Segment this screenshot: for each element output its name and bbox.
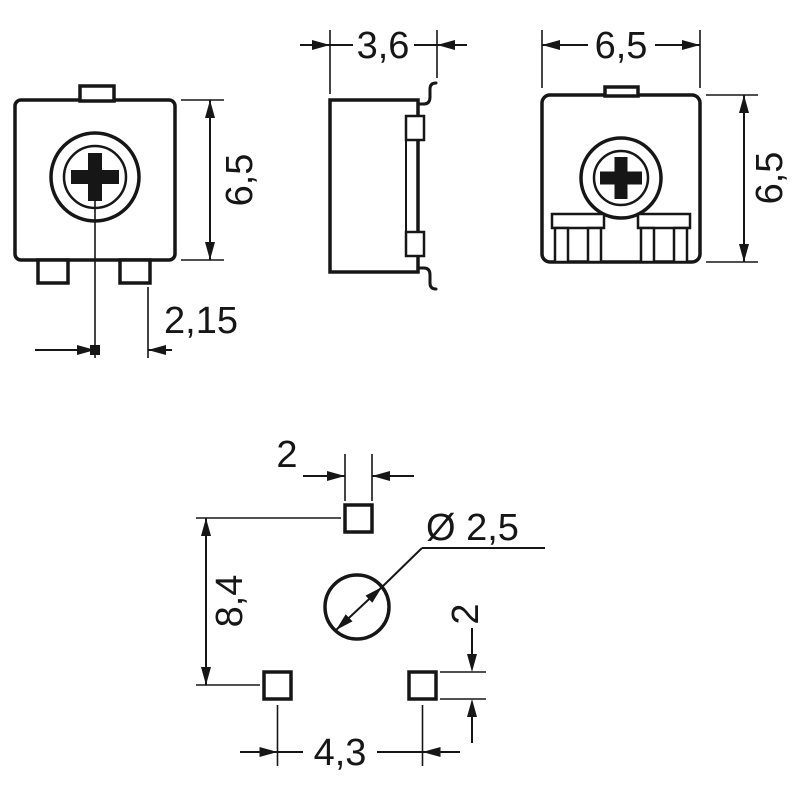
- dim-front-terminal-offset: 2,15: [35, 287, 238, 358]
- clip-bar: [550, 212, 606, 230]
- arrow-down-icon: [739, 244, 749, 262]
- pad-bottom-right: [407, 670, 438, 701]
- dim-pad-width: 2: [276, 434, 414, 501]
- dim-side-depth-label: 3,6: [357, 25, 410, 67]
- dim-side-depth: 3,6: [300, 25, 467, 94]
- dim-pad-height-label: 2: [445, 603, 487, 624]
- arrow-left-icon: [542, 40, 560, 50]
- dim-rear-width: 6,5: [541, 25, 701, 88]
- arrow-up-icon: [467, 699, 477, 717]
- dim-front-height-label: 6,5: [219, 154, 261, 207]
- front-view: [13, 84, 177, 358]
- dim-rear-height: 6,5: [706, 94, 791, 263]
- pad-top: [343, 503, 374, 534]
- arrow-up-right-icon: [365, 587, 382, 603]
- side-top-lead: [416, 81, 438, 106]
- rotor-hole: [323, 573, 391, 641]
- dim-pad-height: 2: [440, 603, 487, 743]
- rear-terminal-clip-left: [550, 212, 606, 264]
- front-bottom-tab-left: [36, 258, 70, 285]
- dim-vertical-pitch-label: 8,4: [209, 575, 251, 628]
- arrow-down-icon: [467, 654, 477, 672]
- dim-horizontal-pitch-label: 4,3: [314, 732, 367, 774]
- center-mark: [90, 345, 100, 355]
- dim-front-height: 6,5: [181, 99, 261, 261]
- arrow-right-icon: [327, 471, 345, 481]
- front-top-tab: [78, 84, 116, 103]
- dim-rear-height-label: 6,5: [749, 152, 791, 205]
- rear-top-tab: [603, 85, 640, 98]
- clip-leg: [586, 226, 603, 264]
- side-bottom-lead: [416, 266, 438, 291]
- dim-vertical-pitch: 8,4: [196, 517, 341, 686]
- side-terminal-lower: [404, 230, 426, 258]
- arrow-up-icon: [205, 100, 215, 118]
- clip-bar: [636, 212, 692, 230]
- arrow-right-icon: [77, 345, 95, 355]
- dim-pad-width-label: 2: [276, 434, 297, 476]
- side-body: [328, 98, 420, 274]
- arrow-up-icon: [739, 95, 749, 113]
- side-view: [328, 81, 438, 291]
- clip-leg: [553, 226, 570, 264]
- arrow-down-icon: [205, 242, 215, 260]
- clip-leg: [639, 226, 656, 264]
- pad-bottom-left: [262, 670, 293, 701]
- arrow-down-icon: [201, 667, 211, 685]
- rear-terminal-clip-right: [636, 212, 692, 264]
- arrow-up-icon: [201, 518, 211, 536]
- arrow-left-icon: [372, 471, 390, 481]
- dim-horizontal-pitch: 4,3: [240, 705, 460, 774]
- rear-screw-cross: [600, 157, 642, 199]
- arrow-right-icon: [682, 40, 700, 50]
- arrow-right-icon: [259, 747, 278, 757]
- dim-rear-width-label: 6,5: [595, 25, 648, 67]
- dim-front-terminal-offset-label: 2,15: [164, 300, 238, 342]
- arrow-right-icon: [312, 40, 330, 50]
- arrow-left-icon: [437, 40, 455, 50]
- arrow-left-icon: [148, 345, 166, 355]
- front-screw-cross: [71, 153, 119, 201]
- rear-view: [540, 85, 702, 264]
- front-bottom-tab-right: [118, 258, 152, 285]
- leader-line: [381, 547, 423, 588]
- dim-hole-diameter: Ø 2,5: [335, 507, 545, 631]
- arrow-left-icon: [422, 747, 441, 757]
- dim-hole-diameter-label: Ø 2,5: [426, 507, 519, 549]
- side-terminal-upper: [404, 114, 426, 142]
- clip-leg: [672, 226, 689, 264]
- arrow-down-left-icon: [336, 614, 353, 630]
